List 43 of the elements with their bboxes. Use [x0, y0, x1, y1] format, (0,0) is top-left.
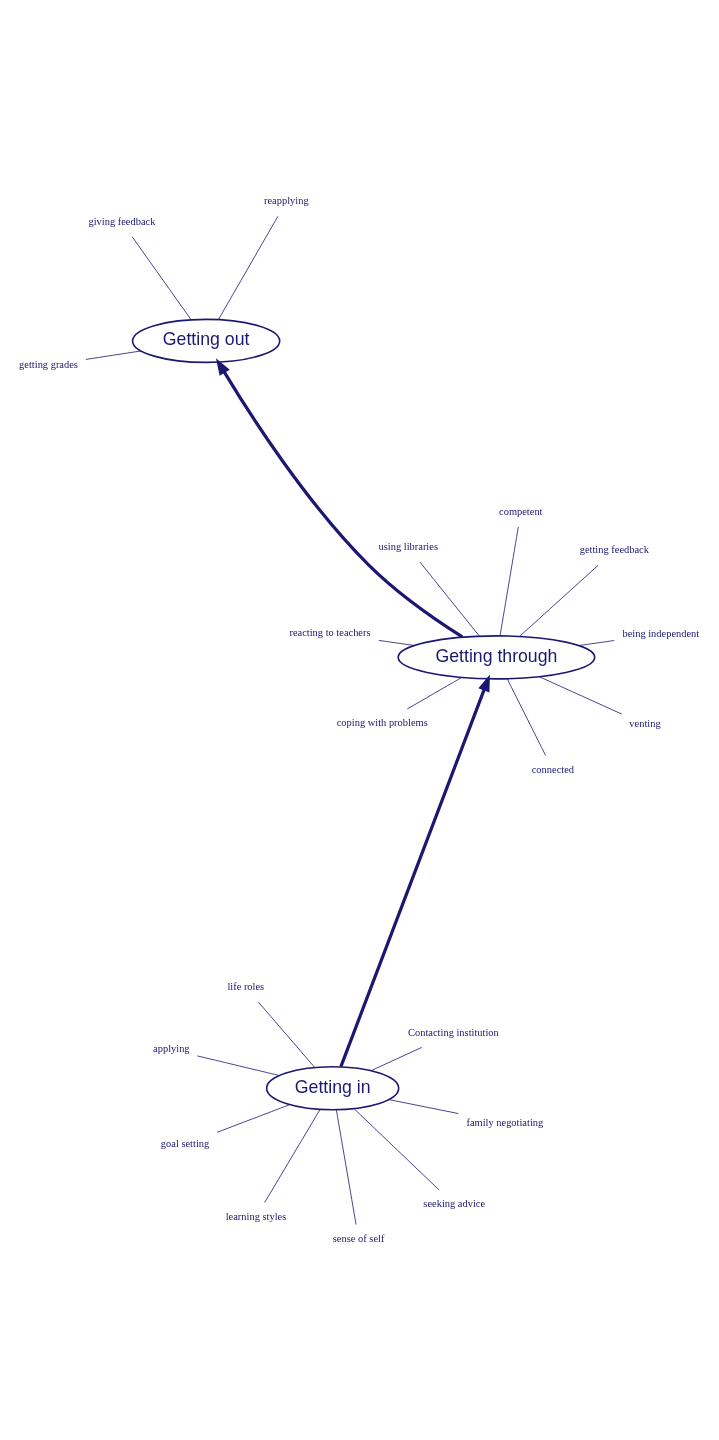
connector	[406, 676, 462, 709]
node-ellipse: Getting out	[131, 318, 281, 363]
connector	[264, 1108, 321, 1203]
node-text: reapplying	[264, 194, 309, 206]
connector	[539, 675, 623, 714]
node-text: giving feedback	[88, 215, 156, 227]
node-text: getting grades	[19, 358, 78, 370]
connector	[378, 639, 415, 646]
connector	[336, 1109, 357, 1225]
node-text: competent	[499, 505, 543, 517]
connector	[131, 235, 192, 320]
node-text: Contacting institution	[408, 1026, 499, 1038]
node-ellipse: Getting through	[397, 634, 596, 680]
node-text: life roles	[227, 980, 265, 992]
arrow	[339, 674, 490, 1067]
connector	[216, 1103, 290, 1133]
connector	[85, 350, 142, 360]
connector	[196, 1055, 280, 1076]
node-text: sense of self	[332, 1232, 385, 1244]
connector	[258, 1001, 315, 1068]
connector	[506, 678, 546, 756]
node-text: family negotiating	[466, 1116, 544, 1128]
node-text: getting feedback	[579, 543, 649, 555]
connector	[218, 215, 279, 320]
connector	[388, 1098, 459, 1114]
node-text: being independent	[622, 627, 700, 639]
connector	[519, 564, 599, 637]
node-text: venting	[629, 717, 661, 729]
connector	[353, 1108, 440, 1190]
node-text: reacting to teachers	[289, 626, 371, 638]
node-text: goal setting	[160, 1137, 210, 1149]
node-text: seeking advice	[423, 1197, 486, 1209]
node-text: connected	[531, 763, 575, 775]
connector	[419, 561, 480, 636]
node-text: applying	[153, 1042, 190, 1054]
connector	[370, 1046, 423, 1071]
node-text: using libraries	[378, 540, 438, 552]
node-text: coping with problems	[336, 716, 428, 728]
arrow	[216, 357, 464, 638]
node-text: learning styles	[225, 1210, 287, 1222]
connector	[499, 526, 519, 636]
connector	[578, 639, 615, 646]
node-ellipse: Getting in	[265, 1065, 400, 1111]
